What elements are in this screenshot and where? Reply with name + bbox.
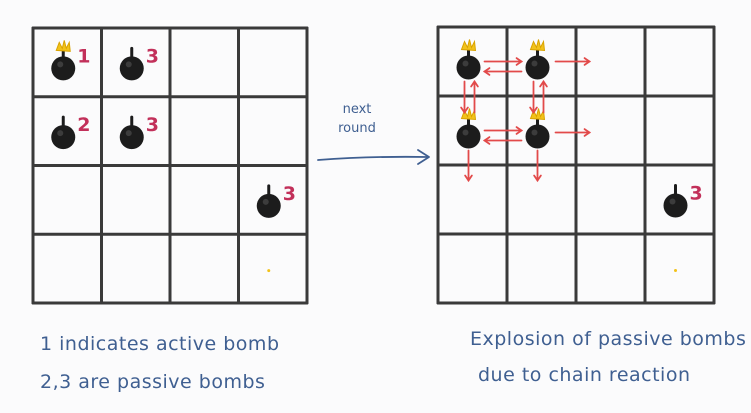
explosion-arrow-head [583,128,592,137]
right-bomb-body [525,124,550,149]
left-bomb-body [51,125,76,150]
next-round-arrow-shaft [317,155,429,161]
left-dot [267,269,271,273]
left-bomb-label: 2 [77,114,90,136]
explosion-arrow-head [460,106,469,115]
right-bomb-shine [531,60,538,67]
explosion-arrow-head [482,136,491,145]
right-bomb [456,39,481,80]
next-round-label-line-2: round [338,121,376,136]
left-bomb: 3 [256,183,296,218]
left-bomb-body [119,125,144,150]
right-grid: 3 [436,25,716,305]
right-bomb-label: 3 [690,183,703,205]
right-bomb-flame [529,39,546,52]
caption-right-line-1: Explosion of passive bombs [470,328,747,350]
left-bomb: 1 [51,40,90,81]
left-bomb-label: 3 [146,114,159,136]
explosion-arrow-head [464,174,473,183]
left-bomb-shine [125,61,132,68]
explosion-arrow-head [529,106,538,115]
right-bomb-body [525,55,550,80]
right-bomb [456,108,481,149]
right-dot [674,269,677,272]
left-bomb-flame [55,40,71,52]
right-bomb: 3 [663,183,703,218]
right-bomb-body [663,193,688,218]
left-bomb-body [51,56,76,81]
left-bomb: 3 [119,45,159,81]
caption-left-line-2: 2,3 are passive bombs [40,371,266,393]
right-bomb-shine [669,198,676,205]
left-bomb-label: 1 [77,45,90,67]
explosion-arrow-head [482,67,491,76]
right-bomb [525,108,550,149]
left-bomb: 2 [51,114,90,150]
left-bomb-shine [262,198,269,205]
right-bomb-shine [531,129,538,136]
next-round-arrow [317,149,430,165]
right-bomb [525,39,550,80]
right-bomb-flame [460,39,477,52]
explosion-arrow-head [515,57,524,66]
left-bomb-body [256,193,281,218]
explosion-arrow-head [515,126,524,135]
caption-left-line-1: 1 indicates active bomb [40,333,280,355]
explosion-arrow-head [533,174,542,183]
left-grid: 1 3 2 3 3 [31,26,309,305]
left-bomb-label: 3 [146,45,159,67]
explosion-arrow-head [539,79,548,88]
left-bomb-body [119,56,144,81]
right-bomb-body [456,124,481,149]
left-bomb-shine [57,130,64,137]
right-bomb-shine [462,60,469,67]
explosion-arrow-head [470,79,479,88]
explosion-arrow-head [583,57,592,66]
right-bomb-shine [462,129,469,136]
left-bomb-shine [125,130,132,137]
next-round-arrow-head [417,149,430,165]
right-bomb-body [456,55,481,80]
caption-right-line-2: due to chain reaction [478,364,691,386]
left-bomb: 3 [119,114,159,150]
left-bomb-label: 3 [283,183,296,205]
next-round-label: next round [322,100,392,138]
left-bomb-shine [57,61,64,68]
next-round-label-line-1: next [342,102,372,117]
